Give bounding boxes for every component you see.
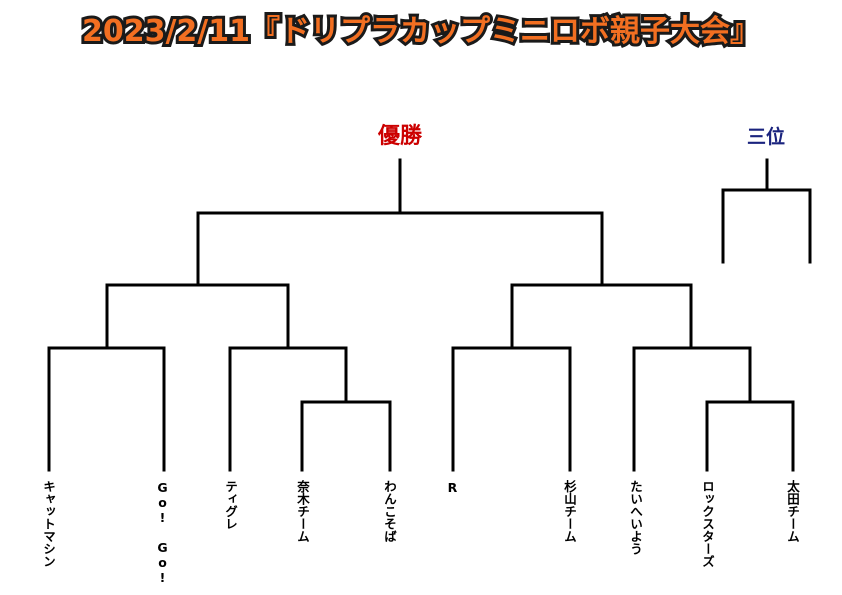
team-name: 杉山チーム [562, 480, 577, 543]
team-name: わんこそば [382, 480, 397, 543]
team-name: Go! Go! [155, 480, 170, 585]
team-name: キャットマシン [41, 480, 56, 568]
team-name: R [445, 480, 460, 495]
bracket-lines [47, 158, 812, 472]
team-name: 奈木チーム [295, 480, 310, 543]
team-name: ロックスターズ [700, 480, 715, 568]
team-name: ティグレ [223, 480, 238, 530]
champion-label: 優勝 [377, 124, 423, 149]
team-name: 太田チーム [785, 480, 800, 543]
tournament-title: 2023/2/11『ドリプラカップミニロボ親子大会』 [79, 11, 763, 52]
third-place-label: 三位 [747, 125, 785, 148]
team-name: たいへいよう [628, 480, 643, 555]
